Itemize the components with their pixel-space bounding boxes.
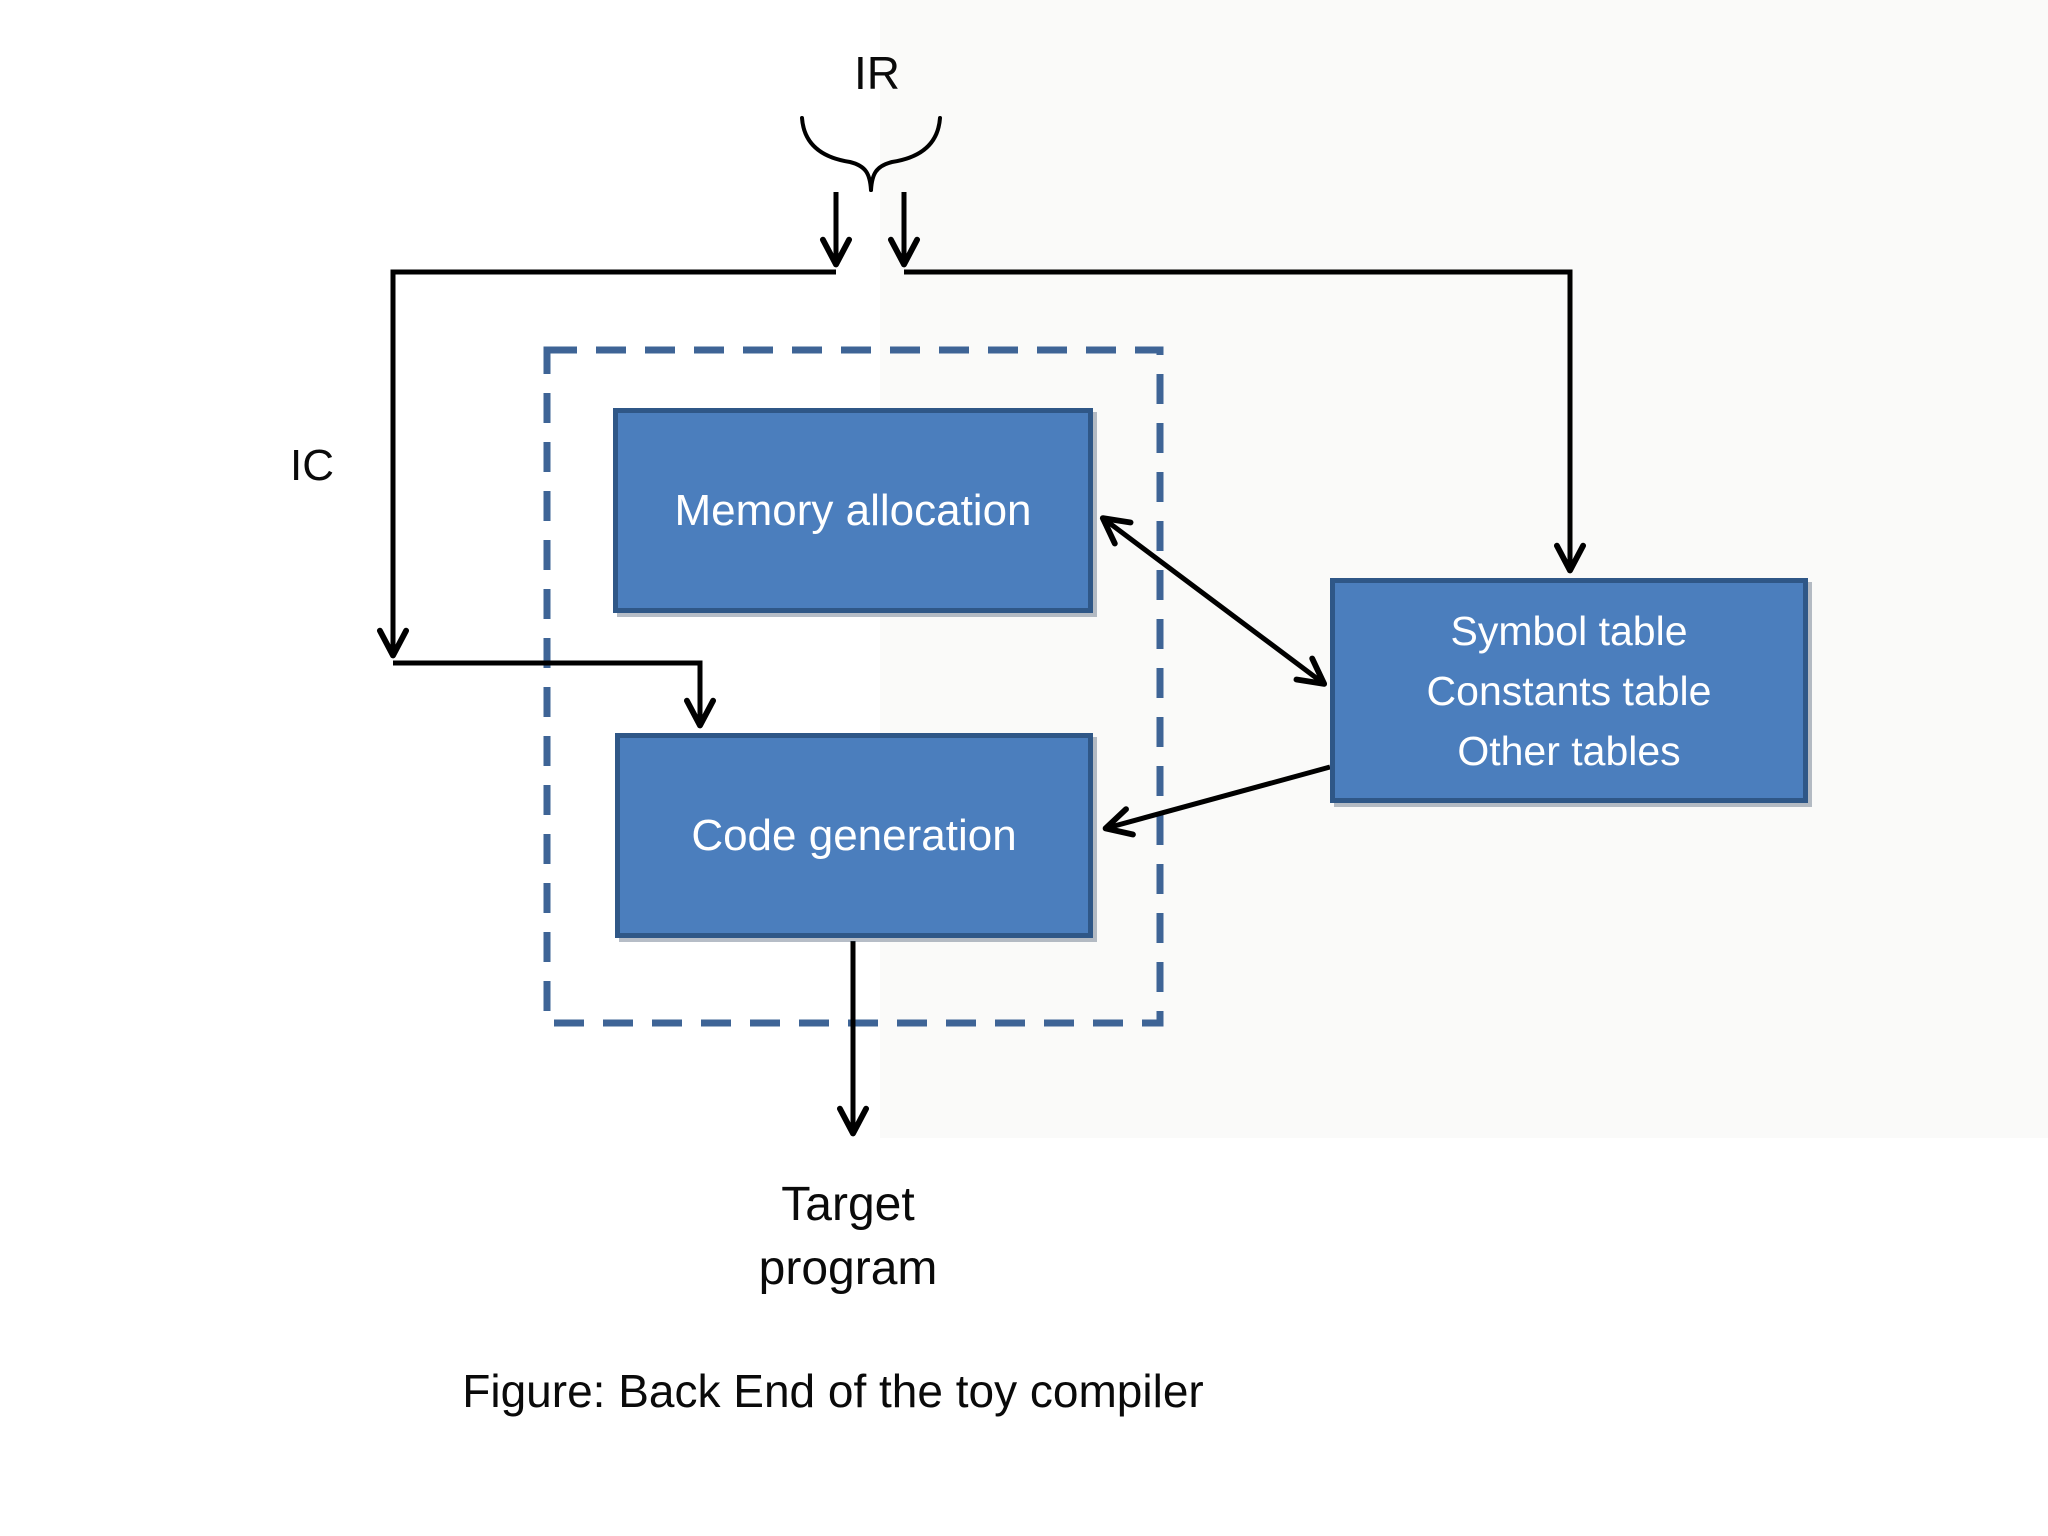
ir-label: IR: [854, 47, 900, 99]
tables-box: Symbol table Constants table Other table…: [1330, 578, 1808, 803]
target-program-label: Target program: [759, 1173, 938, 1301]
memory-allocation-label: Memory allocation: [674, 485, 1032, 535]
ic-label: IC: [290, 441, 334, 490]
ic-to-codegen-arrow: [393, 660, 717, 729]
code-generation-box: Code generation: [615, 733, 1093, 938]
memory-tables-double-arrow: [1099, 515, 1328, 687]
memory-allocation-box: Memory allocation: [613, 408, 1093, 613]
figure-caption: Figure: Back End of the toy compiler: [462, 1365, 1204, 1417]
ir-brace: [800, 116, 942, 192]
target-program-line2: program: [758, 1242, 938, 1295]
tables-line-symbol: Symbol table: [1450, 607, 1688, 654]
tables-line-constants: Constants table: [1426, 667, 1712, 714]
ir-to-tables-arrow: [904, 269, 1587, 574]
target-program-line1: Target: [781, 1178, 915, 1231]
code-generation-label: Code generation: [691, 810, 1017, 860]
tables-line-other: Other tables: [1457, 727, 1681, 774]
ic-rail-arrow: [376, 269, 836, 659]
tables-to-codegen-arrow: [1102, 764, 1331, 838]
tables-label: Symbol table Constants table Other table…: [1427, 601, 1712, 781]
